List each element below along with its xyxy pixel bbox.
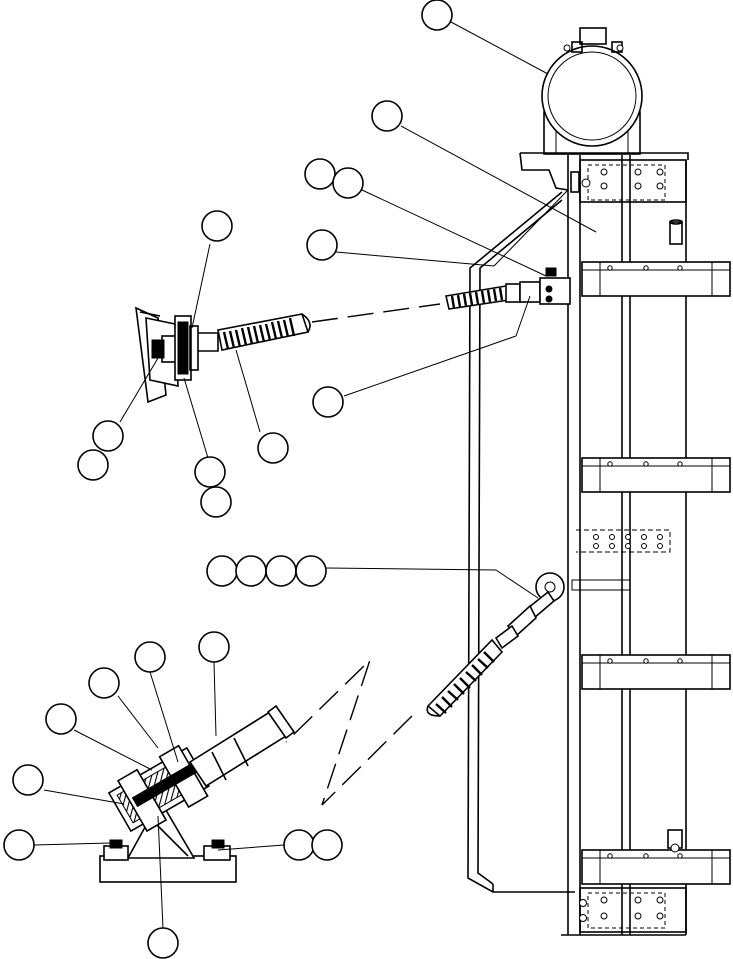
- callouts: [3, 0, 597, 959]
- main-frame: [467, 152, 731, 936]
- lower-left-assembly: [99, 704, 296, 883]
- middle-cable: [285, 572, 565, 806]
- upper-cable-assembly: [135, 267, 571, 404]
- tank: [541, 27, 643, 155]
